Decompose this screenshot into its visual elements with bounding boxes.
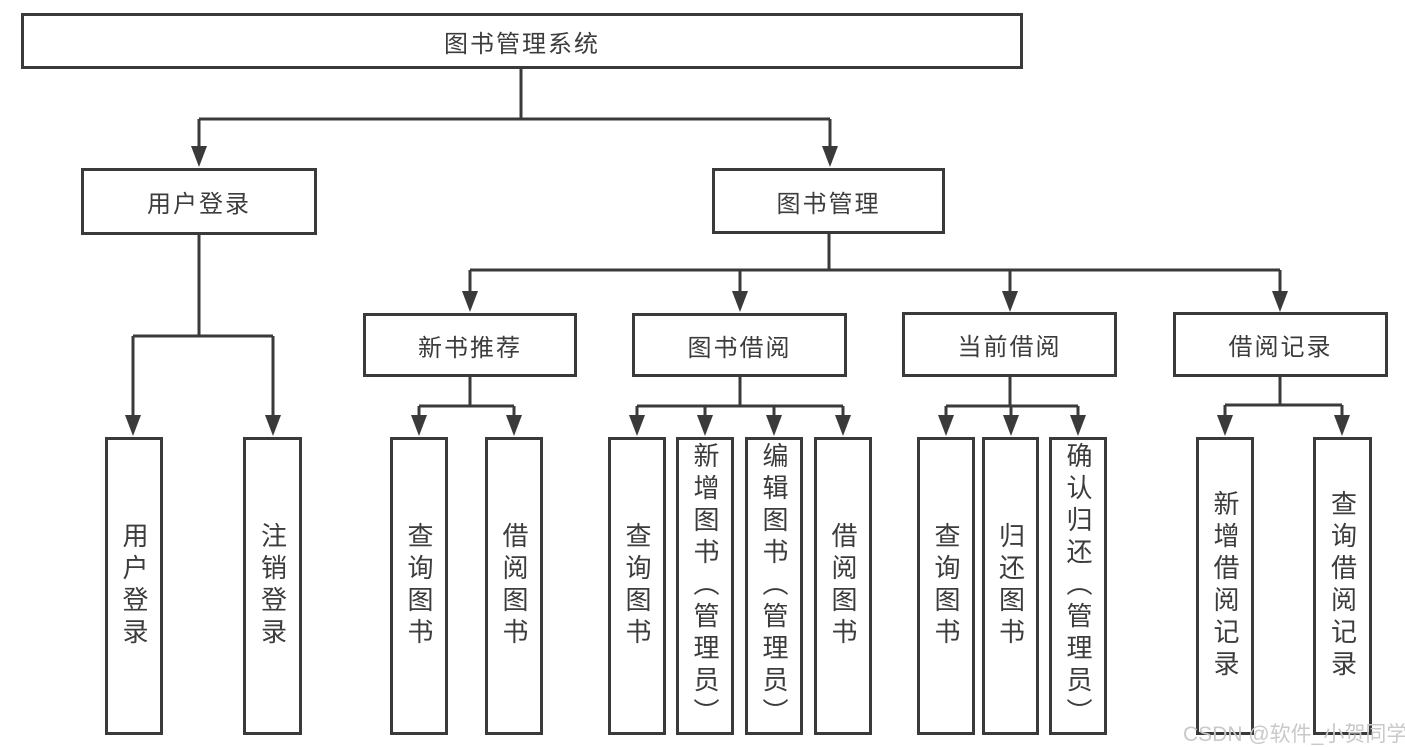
node-book-management-label: 图书管理 [776, 190, 881, 218]
leaf-label: 新增图书（管理员） [690, 442, 720, 730]
leaf-label: 查询图书 [404, 522, 434, 650]
node-book-borrowing-label: 图书借阅 [687, 334, 792, 362]
leaf-user-login: 用户登录 [105, 437, 163, 735]
leaf-label: 用户登录 [119, 522, 149, 650]
leaf-label: 编辑图书（管理员） [759, 442, 789, 730]
leaf-add-book-admin: 新增图书（管理员） [676, 437, 734, 735]
node-borrow-records: 借阅记录 [1173, 312, 1388, 377]
node-root: 图书管理系统 [21, 13, 1023, 69]
leaf-logout: 注销登录 [243, 437, 302, 735]
leaf-return-book: 归还图书 [982, 437, 1039, 735]
leaf-label: 借阅图书 [499, 522, 529, 650]
leaf-borrow-books-2: 借阅图书 [814, 437, 872, 735]
leaf-edit-book-admin: 编辑图书（管理员） [745, 437, 803, 735]
leaf-label: 新增借阅记录 [1210, 490, 1240, 682]
node-user-login-label: 用户登录 [147, 191, 251, 218]
node-borrow-records-label: 借阅记录 [1228, 334, 1333, 361]
leaf-query-borrow-record: 查询借阅记录 [1313, 437, 1372, 735]
leaf-label: 借阅图书 [828, 522, 858, 650]
leaf-label: 查询图书 [622, 522, 652, 650]
node-current-borrowing: 当前借阅 [902, 312, 1117, 377]
leaf-query-books-3: 查询图书 [917, 437, 975, 735]
node-book-management: 图书管理 [712, 168, 945, 234]
leaf-add-borrow-record: 新增借阅记录 [1196, 437, 1254, 735]
leaf-label: 查询借阅记录 [1327, 490, 1358, 682]
leaf-confirm-return-admin: 确认归还（管理员） [1049, 437, 1107, 735]
leaf-query-books-1: 查询图书 [390, 437, 448, 735]
node-current-borrowing-label: 当前借阅 [957, 334, 1062, 361]
leaf-label: 确认归还（管理员） [1063, 442, 1093, 730]
node-new-book-recommend: 新书推荐 [363, 313, 577, 377]
node-new-book-recommend-label: 新书推荐 [418, 334, 522, 362]
node-user-login: 用户登录 [81, 168, 317, 235]
node-root-label: 图书管理系统 [444, 30, 600, 58]
watermark: CSDN @软件_小贺同学 [1183, 723, 1405, 746]
leaf-label: 查询图书 [931, 522, 961, 650]
leaf-label: 注销登录 [257, 522, 288, 650]
leaf-label: 归还图书 [995, 522, 1026, 650]
leaf-query-books-2: 查询图书 [608, 437, 666, 735]
node-book-borrowing: 图书借阅 [632, 313, 847, 377]
leaf-borrow-books-1: 借阅图书 [485, 437, 543, 735]
